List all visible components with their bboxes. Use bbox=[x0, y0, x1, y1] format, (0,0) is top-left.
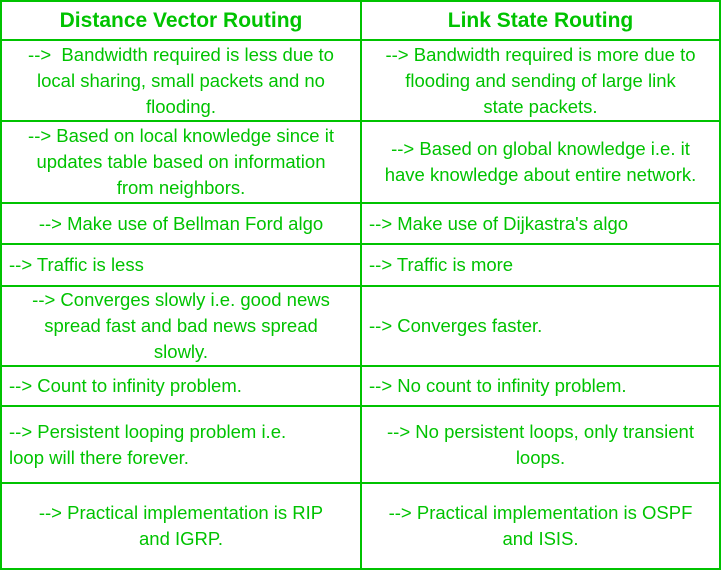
cell-dv-traffic: --> Traffic is less bbox=[2, 243, 362, 285]
cell-ls-count-to-infinity: --> No count to infinity problem. bbox=[362, 365, 719, 405]
cell-ls-algorithm: --> Make use of Dijkastra's algo bbox=[362, 202, 719, 243]
table-row-looping: --> Persistent looping problem i.e. loop… bbox=[2, 405, 719, 482]
cell-ls-implementation: --> Practical implementation is OSPF and… bbox=[362, 482, 719, 568]
table-row-implementation: --> Practical implementation is RIP and … bbox=[2, 482, 719, 568]
table-row-knowledge: --> Based on local knowledge since it up… bbox=[2, 120, 719, 202]
cell-ls-traffic: --> Traffic is more bbox=[362, 243, 719, 285]
table-row-count-to-infinity: --> Count to infinity problem. --> No co… bbox=[2, 365, 719, 405]
table-row-algorithm: --> Make use of Bellman Ford algo --> Ma… bbox=[2, 202, 719, 243]
table-row-traffic: --> Traffic is less --> Traffic is more bbox=[2, 243, 719, 285]
cell-dv-implementation: --> Practical implementation is RIP and … bbox=[2, 482, 362, 568]
table-row-convergence: --> Converges slowly i.e. good news spre… bbox=[2, 285, 719, 365]
cell-dv-looping: --> Persistent looping problem i.e. loop… bbox=[2, 405, 362, 482]
cell-dv-bandwidth: --> Bandwidth required is less due to lo… bbox=[2, 39, 362, 120]
column-header-link-state-routing: Link State Routing bbox=[447, 8, 634, 32]
cell-dv-count-to-infinity: --> Count to infinity problem. bbox=[2, 365, 362, 405]
column-header-distance-vector-routing: Distance Vector Routing bbox=[2, 2, 362, 39]
cell-ls-convergence: --> Converges faster. bbox=[362, 285, 719, 365]
cell-ls-knowledge: --> Based on global knowledge i.e. it ha… bbox=[362, 120, 719, 202]
header-row: Distance Vector Routing Link State Routi… bbox=[2, 2, 719, 39]
cell-dv-knowledge: --> Based on local knowledge since it up… bbox=[2, 120, 362, 202]
cell-ls-bandwidth: --> Bandwidth required is more due to fl… bbox=[362, 39, 719, 120]
cell-dv-convergence: --> Converges slowly i.e. good news spre… bbox=[2, 285, 362, 365]
table-row-bandwidth: --> Bandwidth required is less due to lo… bbox=[2, 39, 719, 120]
cell-ls-looping: --> No persistent loops, only transient … bbox=[362, 405, 719, 482]
cell-dv-algorithm: --> Make use of Bellman Ford algo bbox=[2, 202, 362, 243]
